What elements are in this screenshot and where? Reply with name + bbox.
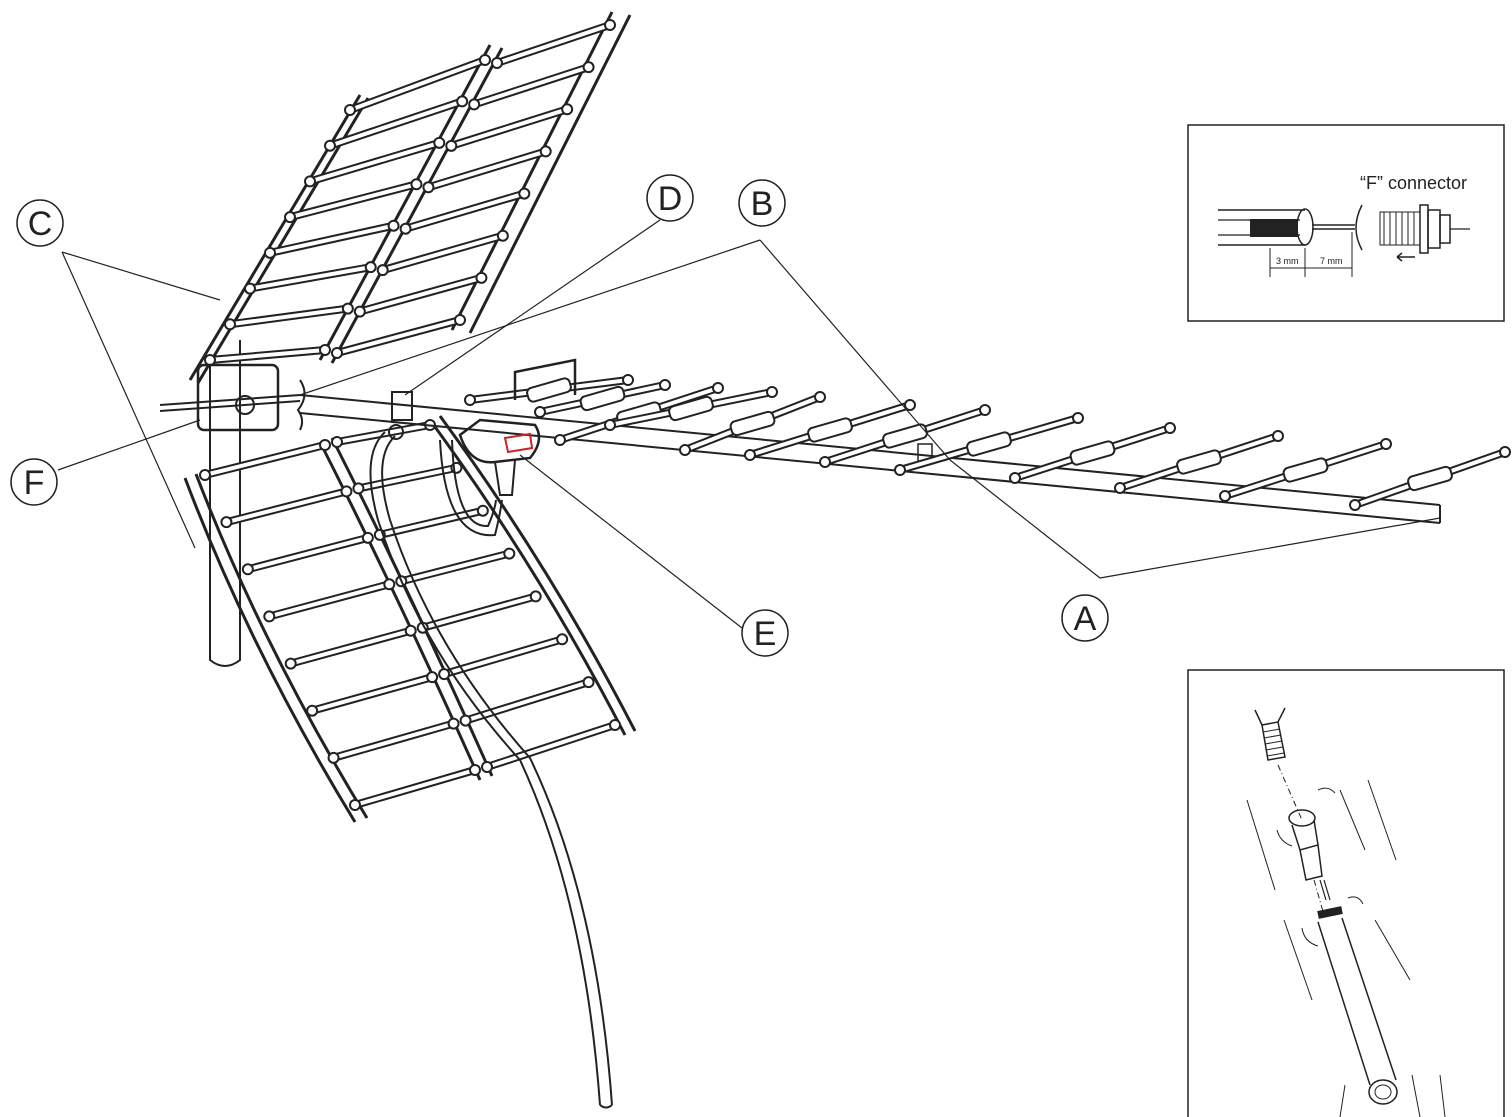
svg-text:F: F xyxy=(24,464,45,502)
director-clip xyxy=(1407,465,1453,492)
reflector-rung xyxy=(344,54,491,116)
leader-lines xyxy=(57,219,1441,629)
director-clip xyxy=(729,410,776,437)
amplifier-housing xyxy=(388,358,577,496)
mast xyxy=(209,340,241,667)
director-clip xyxy=(668,395,714,422)
reflector-rung xyxy=(244,261,377,295)
reflector-rung xyxy=(327,717,460,764)
reflector-rung xyxy=(284,624,417,670)
director-clip xyxy=(579,385,626,412)
reflector-rung xyxy=(349,764,481,811)
callout-d: D xyxy=(646,174,694,222)
reflector-rung xyxy=(331,314,466,359)
callout-e: E xyxy=(741,609,789,657)
reflector-rung xyxy=(204,344,331,366)
reflector-rung xyxy=(241,531,374,576)
reflector-rung xyxy=(422,145,552,194)
reflector-rung xyxy=(353,271,488,318)
svg-text:E: E xyxy=(754,615,777,653)
callout-b: B xyxy=(738,179,786,227)
callout-a: A xyxy=(1061,594,1109,642)
inset-cable-assembly xyxy=(1187,669,1505,1117)
dimension-7mm: 7 mm xyxy=(1320,256,1343,266)
svg-text:B: B xyxy=(751,185,774,223)
upper-reflector xyxy=(188,11,632,384)
reflector-rung xyxy=(220,485,353,529)
reflector-rung xyxy=(373,504,489,541)
reflector-rung xyxy=(468,61,595,111)
inset-f-connector: “F” connector 3 mm 7 mm xyxy=(1187,124,1505,322)
reflector-rung xyxy=(399,187,531,235)
reflector-rung xyxy=(284,178,423,224)
svg-text:C: C xyxy=(28,205,53,243)
reflector-rung xyxy=(438,633,569,681)
lower-reflector xyxy=(183,415,637,823)
mast-clamp xyxy=(159,363,306,432)
dimension-3mm: 3 mm xyxy=(1276,256,1299,266)
director-elements xyxy=(464,374,1511,511)
reflector-rung xyxy=(491,19,616,69)
director-clip xyxy=(882,423,928,449)
reflector-rung xyxy=(264,219,400,259)
director-clip xyxy=(526,377,572,403)
director-clip xyxy=(1069,440,1116,466)
director-clip xyxy=(1282,457,1329,483)
callout-f: F xyxy=(10,458,58,506)
reflector-rung xyxy=(376,229,509,277)
director-clip xyxy=(807,417,853,443)
coax-cable xyxy=(369,431,613,1109)
director-clip xyxy=(1176,449,1222,475)
svg-text:D: D xyxy=(658,180,683,218)
callout-c: C xyxy=(16,199,64,247)
svg-text:A: A xyxy=(1074,600,1097,638)
reflector-rung xyxy=(199,439,331,481)
reflector-rung xyxy=(263,578,396,623)
director-clip xyxy=(966,431,1012,457)
reflector-rung xyxy=(459,676,595,727)
reflector-rung xyxy=(304,136,446,188)
reflector-rung xyxy=(445,103,574,152)
reflector-rung xyxy=(352,461,463,495)
reflector-rung xyxy=(395,547,516,588)
reflector-rung xyxy=(306,671,439,717)
reflector-rung xyxy=(481,719,621,773)
reflector-rung xyxy=(324,95,469,152)
reflector-rung xyxy=(224,302,354,331)
f-connector-title: “F” connector xyxy=(1360,173,1467,193)
